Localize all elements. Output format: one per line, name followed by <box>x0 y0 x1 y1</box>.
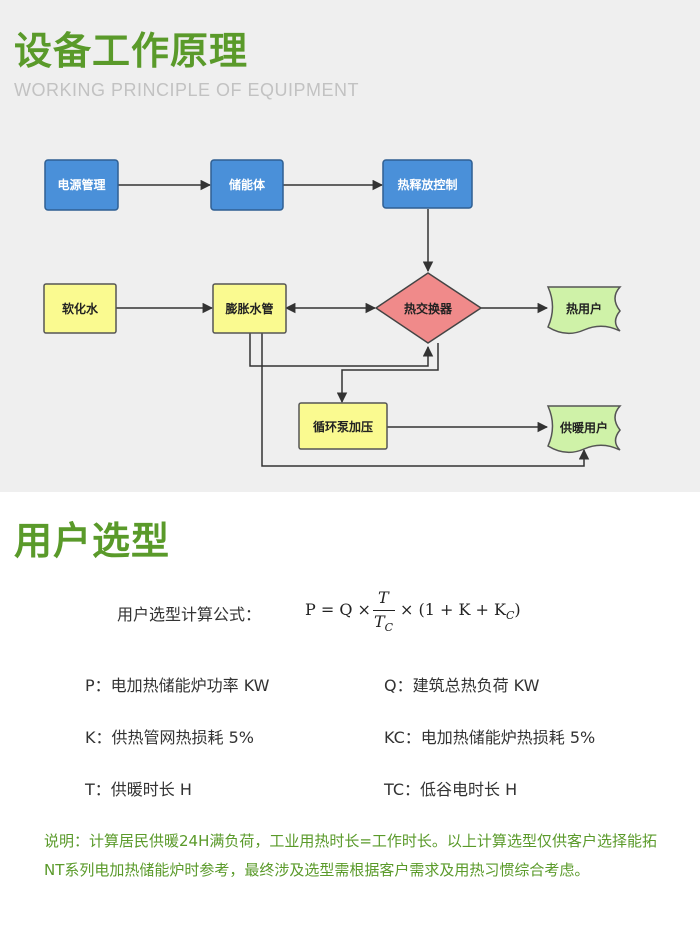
formula-numerator: T <box>378 588 389 607</box>
node-soft-water-label: 软化水 <box>62 301 99 316</box>
return-expansion-heating <box>261 333 590 467</box>
formula-lhs: P = Q × <box>305 600 371 619</box>
node-power: 电源管理 <box>44 159 119 211</box>
formula-rhs: × (1 + K + KC) <box>400 600 521 623</box>
node-expansion: 膨胀水管 <box>212 283 287 334</box>
var-tc: TC：低谷电时长 H <box>384 780 518 799</box>
node-expansion-label: 膨胀水管 <box>224 301 273 316</box>
section-title: 设备工作原理 <box>14 29 249 73</box>
formula-denominator: TC <box>374 612 394 635</box>
section-subtitle: WORKING PRINCIPLE OF EQUIPMENT <box>14 80 360 100</box>
connectors <box>116 179 590 467</box>
node-storage: 储能体 <box>210 159 284 211</box>
node-power-label: 电源管理 <box>57 177 105 192</box>
node-heat-release: 热释放控制 <box>382 159 473 209</box>
node-hot-user: 热用户 <box>546 286 622 335</box>
formula-label: 用户选型计算公式： <box>117 605 262 624</box>
node-hot-user-label: 热用户 <box>566 301 602 316</box>
fraction-bar <box>373 610 395 611</box>
node-soft-water: 软化水 <box>43 283 117 334</box>
var-p: P：电加热储能炉功率 KW <box>85 676 270 695</box>
var-q: Q：建筑总热负荷 KW <box>384 676 540 695</box>
selection-title: 用户选型 <box>14 519 171 563</box>
node-storage-label: 储能体 <box>229 177 266 192</box>
var-t: T：供暖时长 H <box>85 780 192 799</box>
node-pump: 循环泵加压 <box>298 402 388 450</box>
node-heat-release-label: 热释放控制 <box>397 177 457 192</box>
node-heating-user: 供暖用户 <box>546 405 622 454</box>
loop-expansion-exchanger <box>249 333 434 367</box>
node-exchanger-label: 热交换器 <box>404 301 453 316</box>
node-heating-user-label: 供暖用户 <box>559 420 608 435</box>
selection-note: 说明：计算居民供暖24H满负荷，工业用热时长=工作时长。以上计算选型仅供客户选择… <box>44 832 657 879</box>
principle-section: 设备工作原理 WORKING PRINCIPLE OF EQUIPMENT 电源… <box>0 0 700 492</box>
var-kc: KC：电加热储能炉热损耗 5% <box>384 728 596 747</box>
node-pump-label: 循环泵加压 <box>313 419 373 434</box>
loop-exchanger-pump <box>336 343 439 404</box>
formula: P = Q × T TC × (1 + K + KC) <box>305 588 535 638</box>
var-k: K：供热管网热损耗 5% <box>85 728 254 747</box>
node-exchanger: 热交换器 <box>374 272 483 344</box>
flow-diagram: 电源管理 储能体 热释放控制 软化水 膨胀水管 热交换器 热用户 循环泵加压 <box>43 159 622 467</box>
